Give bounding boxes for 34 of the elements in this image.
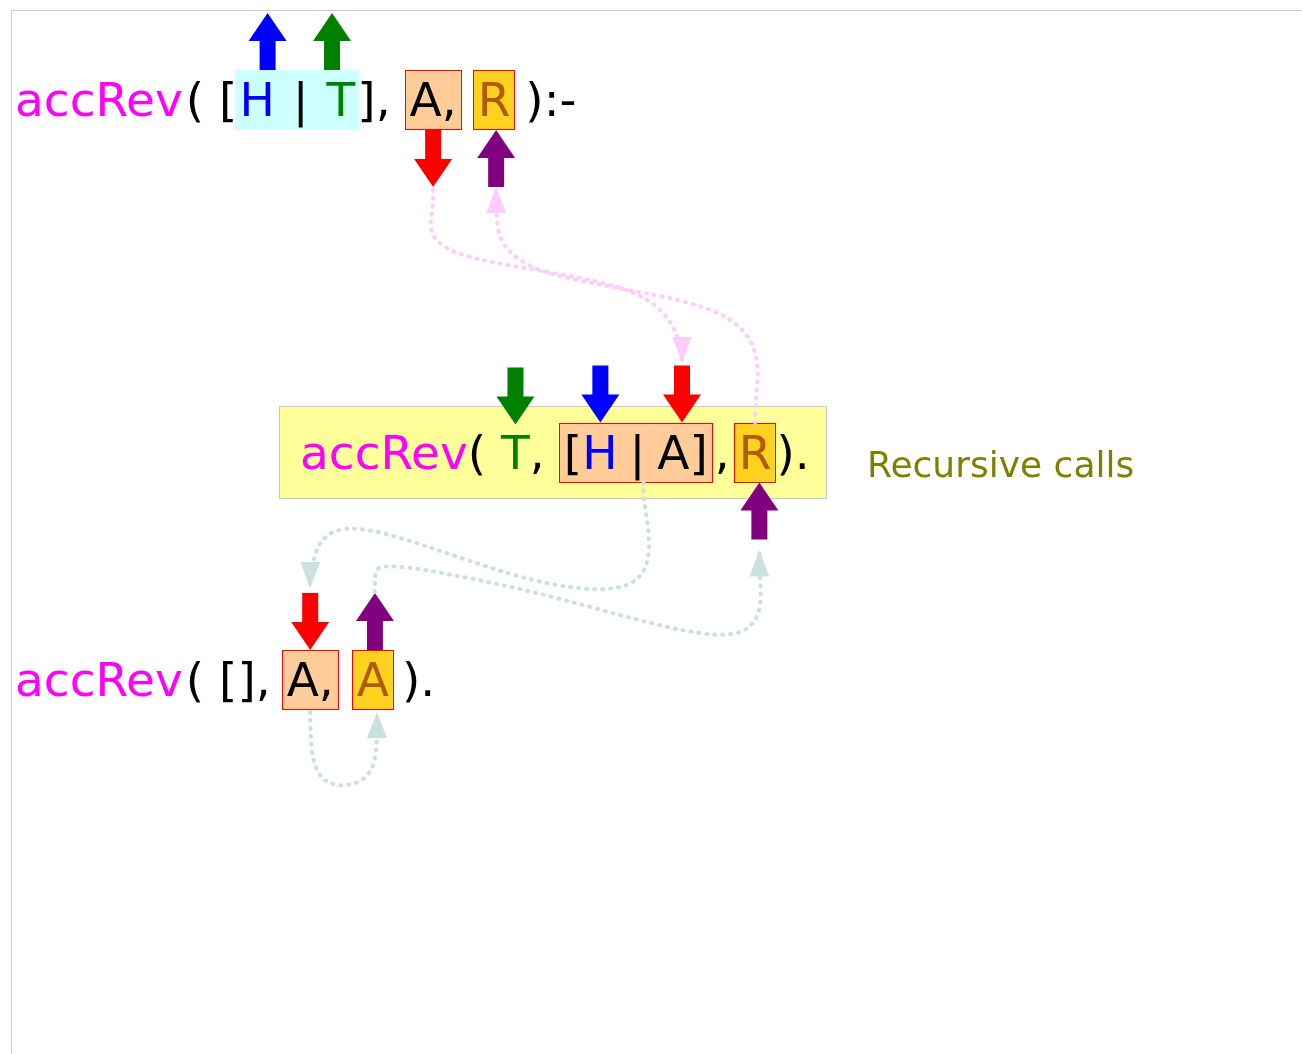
code-text: | xyxy=(629,424,646,481)
code-text: Recursive calls xyxy=(867,443,1135,487)
code-text: accRev xyxy=(300,424,468,481)
argument-box xyxy=(235,70,360,130)
dotted-arrow xyxy=(486,185,760,425)
dotted-arrow xyxy=(300,480,652,592)
code-text: accRev xyxy=(15,72,183,128)
code-text: A, xyxy=(286,652,334,708)
code-text: ). xyxy=(401,652,436,708)
dotted-arrow xyxy=(308,710,388,788)
code-text: A, xyxy=(409,72,457,128)
code-text: T xyxy=(326,72,356,128)
code-text: A] xyxy=(657,424,708,481)
code-text: ], xyxy=(357,72,391,128)
code-text: T xyxy=(501,424,530,481)
code-text: accRev xyxy=(15,652,183,708)
code-text: A xyxy=(356,652,389,708)
code-text: H xyxy=(239,72,275,128)
code-text: ( xyxy=(467,424,487,481)
code-text: ):- xyxy=(525,72,577,128)
code-text: H xyxy=(582,424,618,481)
dotted-arrow xyxy=(428,188,692,365)
code-text: , xyxy=(529,424,545,481)
dotted-arrow xyxy=(372,548,770,637)
code-text: [ xyxy=(563,424,583,481)
code-text: R xyxy=(477,72,511,128)
code-text: , xyxy=(714,424,730,481)
highlight-band xyxy=(279,406,827,499)
code-text: ( [ xyxy=(185,72,238,128)
code-text: | xyxy=(292,72,309,128)
code-text: ( [], xyxy=(185,652,271,708)
code-text: R xyxy=(738,424,772,481)
code-text: ). xyxy=(776,424,810,481)
argument-box xyxy=(558,422,713,483)
